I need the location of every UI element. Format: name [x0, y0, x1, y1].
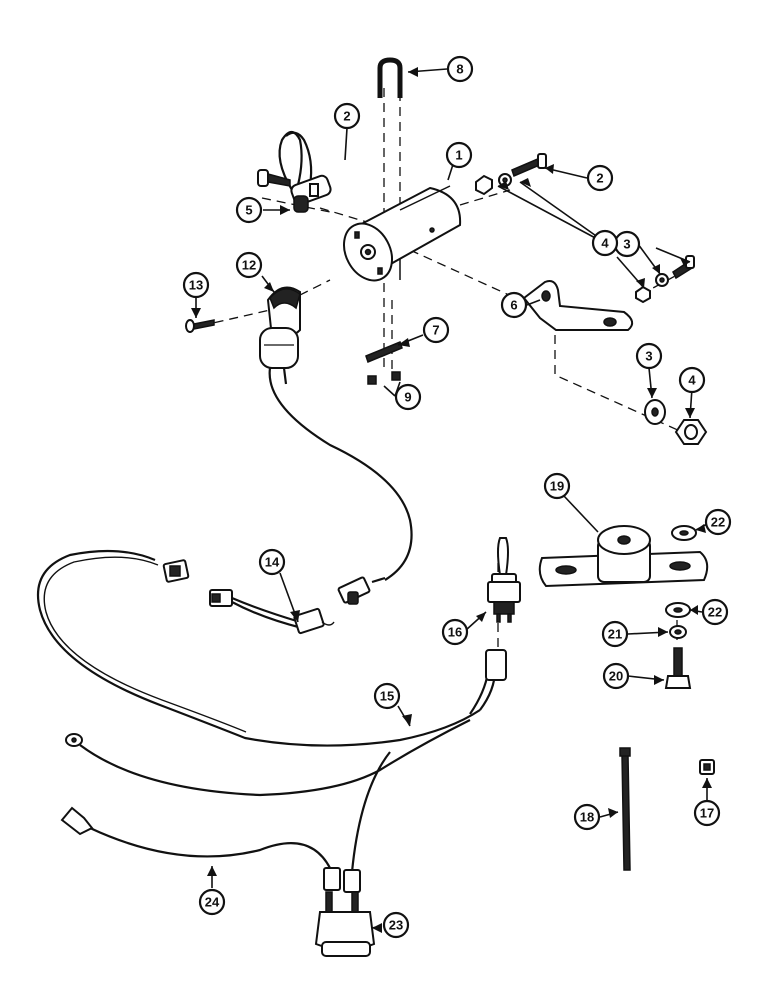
- callout-label: 22: [708, 605, 722, 620]
- callout-15: 15: [373, 682, 401, 710]
- spade-cable: [60, 806, 341, 891]
- buzzer-assembly: [538, 525, 709, 588]
- callout-label: 8: [456, 62, 463, 77]
- callout-label: 18: [580, 810, 594, 825]
- callout-label: 2: [343, 109, 350, 124]
- motor: [343, 185, 462, 282]
- mounting-bracket: [522, 280, 634, 331]
- callout-21: 21: [601, 620, 629, 648]
- screw: [185, 319, 215, 333]
- callout-label: 2: [596, 171, 603, 186]
- callout-22: 22: [701, 598, 729, 626]
- callout-label: 4: [601, 236, 609, 251]
- main-harness: [36, 367, 507, 893]
- callout-7: 7: [422, 316, 450, 344]
- buzzer-hardware: [664, 525, 697, 689]
- small-nuts: [367, 371, 401, 385]
- callout-2: 2: [586, 164, 614, 192]
- callout-label: 14: [265, 555, 280, 570]
- callout-9: 9: [394, 383, 422, 411]
- callout-13: 13: [182, 271, 210, 299]
- clamp-plate: [365, 341, 403, 363]
- callout-3: 3: [635, 342, 663, 370]
- right-hardware: [475, 153, 708, 445]
- callout-label: 1: [455, 148, 462, 163]
- callout-5: 5: [235, 196, 263, 224]
- callout-label: 6: [510, 298, 517, 313]
- bolt-left: [257, 169, 291, 187]
- callout-label: 3: [623, 237, 630, 252]
- toggle-switch[interactable]: [487, 537, 521, 623]
- callout-label: 7: [432, 323, 439, 338]
- callout-2: 2: [333, 102, 361, 130]
- callouts: 1 2 2 3 3 4 4 5 6 7 8 9 12 13 14 15 16 1…: [182, 55, 732, 939]
- callout-4: 4: [678, 366, 706, 394]
- callout-23: 23: [382, 911, 410, 939]
- clip: [699, 759, 715, 775]
- callout-18: 18: [573, 803, 601, 831]
- callout-1: 1: [445, 141, 473, 169]
- cable-tie: [619, 747, 631, 871]
- callout-label: 19: [550, 479, 564, 494]
- callout-22: 22: [704, 508, 732, 536]
- callout-label: 5: [245, 203, 252, 218]
- callout-label: 22: [711, 515, 725, 530]
- callout-label: 20: [609, 669, 623, 684]
- callout-24: 24: [198, 888, 226, 916]
- callout-label: 23: [389, 918, 403, 933]
- leader-arrowheads: [191, 67, 712, 933]
- callout-8: 8: [446, 55, 474, 83]
- callout-6: 6: [500, 291, 528, 319]
- callout-19: 19: [543, 472, 571, 500]
- wire-connector-clip: [278, 130, 332, 213]
- callout-20: 20: [602, 662, 630, 690]
- callout-label: 12: [242, 258, 256, 273]
- callout-label: 16: [448, 625, 462, 640]
- callout-label: 21: [608, 627, 622, 642]
- callout-16: 16: [441, 618, 469, 646]
- callout-3: 3: [613, 230, 641, 258]
- callout-14: 14: [258, 548, 286, 576]
- callout-12: 12: [235, 251, 263, 279]
- callout-label: 4: [688, 373, 696, 388]
- lamp-assembly: [259, 286, 301, 385]
- callout-label: 24: [205, 895, 220, 910]
- callout-label: 13: [189, 278, 203, 293]
- callout-label: 3: [645, 349, 652, 364]
- power-plug: [314, 891, 376, 957]
- callout-17: 17: [693, 799, 721, 827]
- u-bolt: [377, 57, 403, 98]
- callout-label: 15: [380, 689, 394, 704]
- callout-label: 9: [404, 390, 411, 405]
- callout-label: 17: [700, 806, 714, 821]
- callout-4: 4: [591, 229, 619, 257]
